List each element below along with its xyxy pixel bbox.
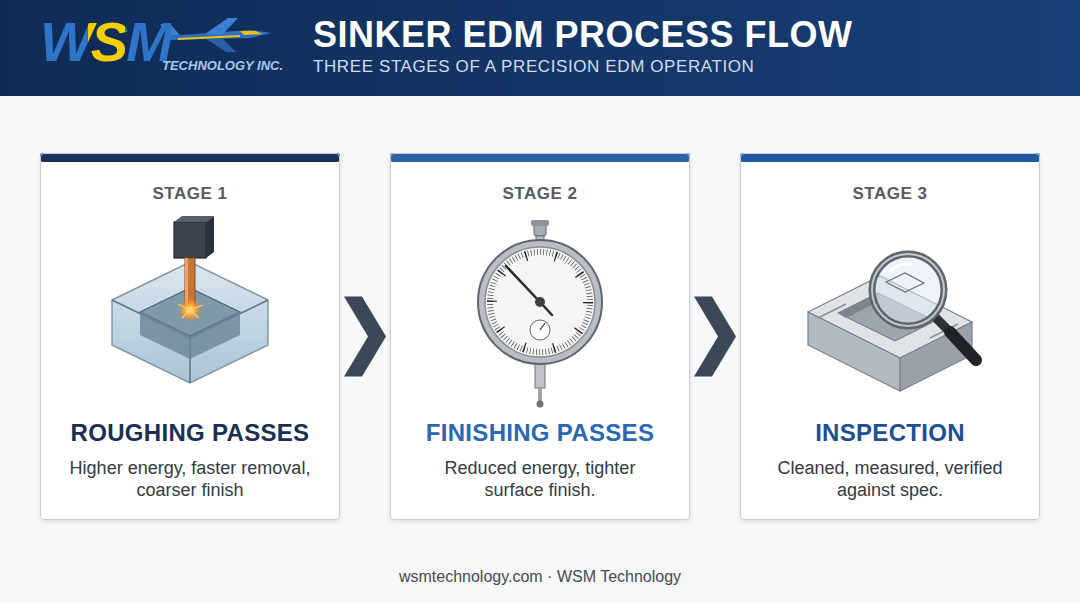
stage-card: STAGE 2 FINISHING PASSES Reduced energy, t…	[390, 153, 690, 520]
jet-icon	[160, 18, 272, 52]
stage-description: Higher energy, faster removal, coarser f…	[65, 457, 315, 501]
card-backgrounds	[40, 153, 1040, 520]
inspection-illustration	[808, 254, 976, 391]
stage-card: STAGE 1 ROUGHING PASSES Higher energy, fas…	[40, 153, 340, 520]
stage-description: Cleaned, measured, verified against spec…	[765, 457, 1015, 501]
stage-description: Reduced energy, tighter surface finish.	[415, 457, 665, 501]
stage-heading: ROUGHING PASSES	[71, 419, 310, 447]
stage-heading: FINISHING PASSES	[426, 419, 654, 447]
stage-label: STAGE 1	[153, 184, 228, 204]
stage-label: STAGE 2	[503, 184, 578, 204]
stage-label: STAGE 3	[853, 184, 928, 204]
diagram-title: SINKER EDM PROCESS FLOW	[313, 14, 853, 56]
flow-chevron	[340, 297, 390, 377]
stage-card: STAGE 3 INSPECTION Cleaned, measured, veri…	[740, 153, 1040, 520]
dial-indicator-illustration	[478, 220, 602, 408]
header-band	[0, 0, 1080, 96]
stage-heading: INSPECTION	[815, 419, 965, 447]
logo-text: WSM	[40, 14, 171, 70]
flow-chevron	[690, 297, 740, 377]
header-label: THREE STAGES OF A PRECISION EDM OPERATIO…	[313, 57, 754, 77]
footer-caption: wsmtechnology.com · WSM Technology	[0, 568, 1080, 586]
edm-tank-illustration	[112, 216, 268, 383]
header-label: TECHNOLOGY INC.	[162, 58, 283, 73]
